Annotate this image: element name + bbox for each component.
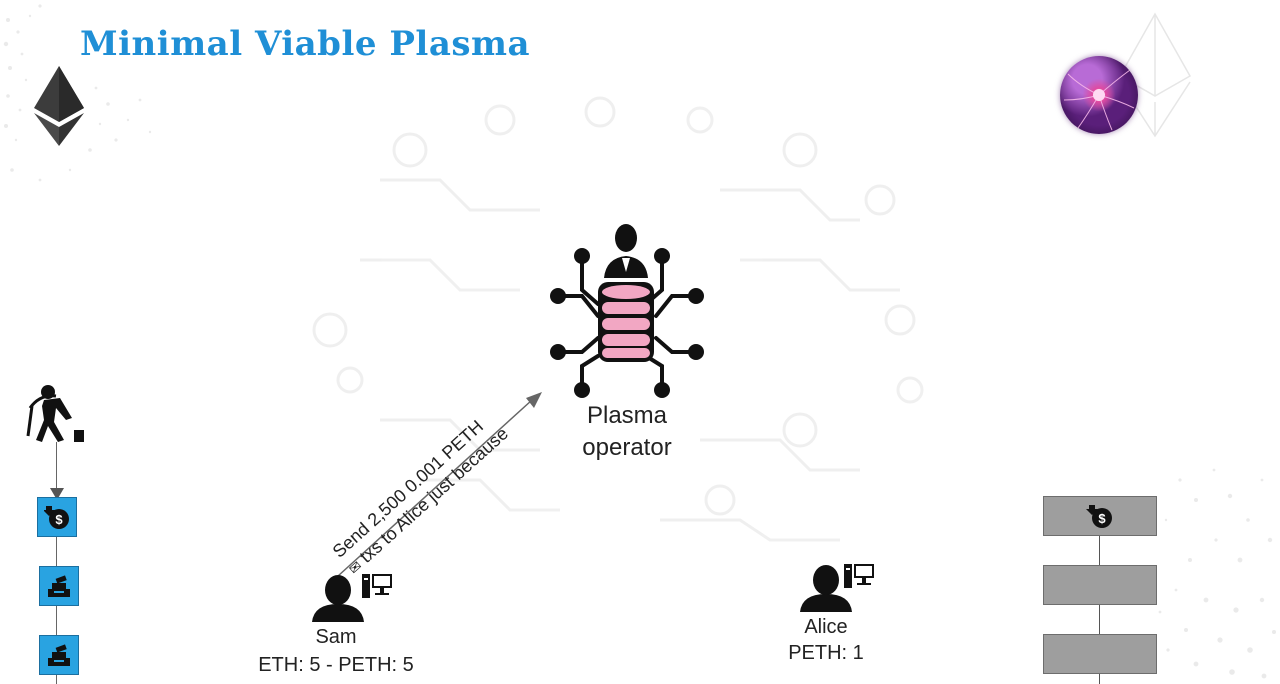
cash-register-icon <box>48 644 70 666</box>
plasma-block-1: $ <box>1043 496 1157 536</box>
operator-label-line1: Plasma <box>586 402 668 429</box>
sam-person-icon <box>312 575 364 622</box>
miner-icon <box>26 385 84 442</box>
alice-name: Alice <box>804 616 848 638</box>
svg-text:$: $ <box>55 512 63 527</box>
operator-label-line2: operator <box>582 434 672 461</box>
message-arrow <box>337 392 542 577</box>
alice-person-icon <box>800 565 852 612</box>
alice-balance: PETH: 1 <box>788 642 864 664</box>
sam-balance: ETH: 5 - PETH: 5 <box>258 654 414 676</box>
root-block-3 <box>39 635 79 675</box>
operator-label: Plasma operator <box>560 400 694 464</box>
root-chain-line <box>56 442 57 684</box>
alice-computer-icon <box>844 564 874 588</box>
root-block-2 <box>39 566 79 606</box>
money-deposit-icon: $ <box>44 506 69 529</box>
person-icon <box>604 224 648 278</box>
chain-arrow-head <box>50 488 64 500</box>
sam-name: Sam <box>315 626 357 648</box>
plasma-operator-icon <box>550 224 704 398</box>
sam-computer-icon <box>362 574 392 598</box>
cash-register-icon <box>48 575 70 597</box>
plasma-block-2 <box>1043 565 1157 605</box>
plasma-ball-icon <box>1060 56 1138 134</box>
database-icon <box>598 282 654 362</box>
slide-title: Minimal Viable Plasma <box>80 24 530 64</box>
svg-text:$: $ <box>1098 511 1106 526</box>
money-deposit-icon: $ <box>1086 505 1112 528</box>
plasma-block-3 <box>1043 634 1157 674</box>
root-block-1: $ <box>37 497 77 537</box>
ethereum-logo-icon <box>34 66 84 146</box>
